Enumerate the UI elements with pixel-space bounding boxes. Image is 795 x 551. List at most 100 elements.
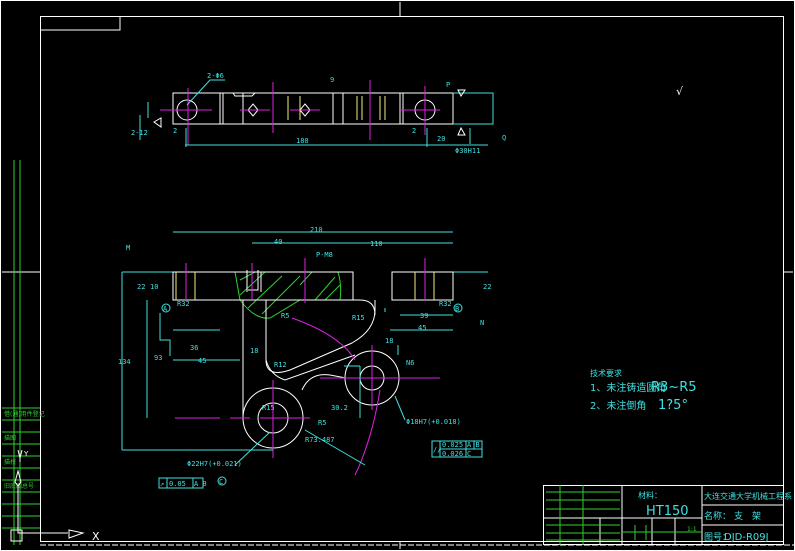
drawing-geometry xyxy=(17,449,23,462)
roughness-symbol: √ xyxy=(676,85,684,98)
drawing-label: P-M8 xyxy=(316,251,333,259)
drawing-label: 描校 xyxy=(4,458,16,466)
drawing-label: 180 xyxy=(296,137,309,145)
drawing-label: 110 xyxy=(370,240,383,248)
drawing-geometry xyxy=(439,441,482,457)
drawing-geometry xyxy=(242,300,376,418)
drawing-geometry xyxy=(187,80,426,145)
drawing-label: 45 xyxy=(198,357,206,365)
drawing-geometry xyxy=(239,271,341,315)
drawing-geometry xyxy=(68,529,85,539)
drawing-geometry xyxy=(265,354,356,381)
drawing-geometry xyxy=(172,271,354,301)
drawing-geometry xyxy=(219,93,404,124)
drawing-geometry xyxy=(166,478,194,488)
drawing-label: R5 xyxy=(281,312,289,320)
top-view: 2-Φ6 9 P 2-12 2 180 2 20 Q Φ30H11 xyxy=(131,72,506,155)
drawing-label: // xyxy=(433,446,441,454)
drawing-label: 210 xyxy=(310,226,323,234)
drawing-label: C xyxy=(467,450,471,458)
drawing-label: Φ30H11 xyxy=(455,147,480,155)
drawing-label: C xyxy=(219,478,223,486)
drawing-geometry xyxy=(172,92,454,125)
ucs-icon: Y X xyxy=(10,449,100,543)
drawing-label: 36 xyxy=(190,344,198,352)
drawing-geometry xyxy=(546,485,702,545)
drawing-label: 0.026 xyxy=(442,450,463,458)
drawing-label: R15 xyxy=(262,404,275,412)
drawing-label: 18 xyxy=(250,347,258,355)
drawing-geometry xyxy=(13,160,21,545)
drawing-label: 39 xyxy=(420,312,428,320)
drawing-label: 1:1 xyxy=(687,526,697,533)
drawing-label: A B xyxy=(194,480,207,488)
drawing-geometry xyxy=(175,345,440,458)
drawing-label: 45 xyxy=(418,324,426,332)
drawing-label: 2-Φ6 xyxy=(207,72,224,80)
drawing-frame xyxy=(40,16,784,542)
drawing-label: 技术要求 xyxy=(590,368,622,378)
drawing-label: 1?5° xyxy=(658,398,688,413)
drawing-label: 2 xyxy=(173,127,177,135)
drawing-label: N xyxy=(480,319,484,327)
drawing-label: 旧底图总号 xyxy=(4,482,34,490)
drawing-geometry xyxy=(247,103,311,117)
drawing-geometry xyxy=(161,303,171,313)
drawing-label: 18 xyxy=(385,337,393,345)
drawing-label: 图号： xyxy=(704,532,731,543)
drawing-label: R15 xyxy=(352,314,365,322)
drawing-label: 134 xyxy=(118,358,131,366)
drawing-label: 0.025 xyxy=(442,441,463,449)
drawing-label: HT150 xyxy=(646,504,689,519)
drawing-label: Q xyxy=(502,134,506,142)
drawing-label: 大连交通大学机械工程系 xyxy=(704,491,792,501)
drawing-geometry xyxy=(543,485,784,545)
drawing-label: 9 xyxy=(330,76,334,84)
drawing-label: B xyxy=(455,305,459,313)
drawing-label: N6 xyxy=(406,359,414,367)
tolerance-frame-3: ↗ 0.05 A B xyxy=(158,477,207,489)
drawing-geometry xyxy=(2,407,40,529)
drawing-label: DJD-R09J xyxy=(724,532,769,543)
drawing-label: Φ22H7(+0.021) xyxy=(187,460,242,468)
drawing-geometry xyxy=(291,317,381,476)
drawing-geometry xyxy=(453,303,463,313)
drawing-label: 10 xyxy=(150,283,158,291)
tolerance-frame-1: // 0.025 A B 0.026 C xyxy=(431,440,483,458)
drawing-geometry xyxy=(246,270,262,292)
drawing-label: R5 xyxy=(318,419,326,427)
side-column: 借(通)用件登记 描图 描校 旧底图总号 xyxy=(2,160,45,545)
drawing-label: 20 xyxy=(437,135,445,143)
drawing-label: X xyxy=(92,530,100,543)
drawing-geometry xyxy=(391,271,454,301)
drawing-label: 22 xyxy=(137,283,145,291)
drawing-geometry xyxy=(153,89,466,136)
drawing-geometry xyxy=(234,395,406,466)
drawing-geometry xyxy=(14,469,22,487)
drawing-label: R73.487 xyxy=(305,436,335,444)
drawing-label: 93 xyxy=(154,354,162,362)
drawing-label: 2-12 xyxy=(131,129,148,137)
drawing-geometry xyxy=(325,299,376,316)
drawing-geometry xyxy=(301,374,347,391)
drawing-label: Y xyxy=(23,450,29,458)
drawing-label: 材料： xyxy=(638,490,662,500)
drawing-label: A xyxy=(163,305,168,313)
radius-label-left: R32 xyxy=(177,300,190,308)
drawing-label: 支 架 xyxy=(734,510,761,522)
technical-requirements: 技术要求 1、未注铸造圆角 R3~R5 2、未注倒角 1?5° xyxy=(590,368,697,413)
drawing-label: R3~R5 xyxy=(651,380,697,395)
drawing-label: ↗ xyxy=(160,480,164,488)
drawing-geometry xyxy=(287,96,386,120)
drawing-label: 1、未注铸造圆角 xyxy=(590,381,666,394)
drawing-geometry xyxy=(10,529,23,542)
drawing-label: 30.2 xyxy=(331,404,348,412)
drawing-label: 名称： xyxy=(704,510,731,522)
corner-box xyxy=(40,16,121,31)
drawing-geometry xyxy=(217,476,227,486)
drawing-label: M xyxy=(126,244,130,252)
drawing-label: R12 xyxy=(274,361,287,369)
